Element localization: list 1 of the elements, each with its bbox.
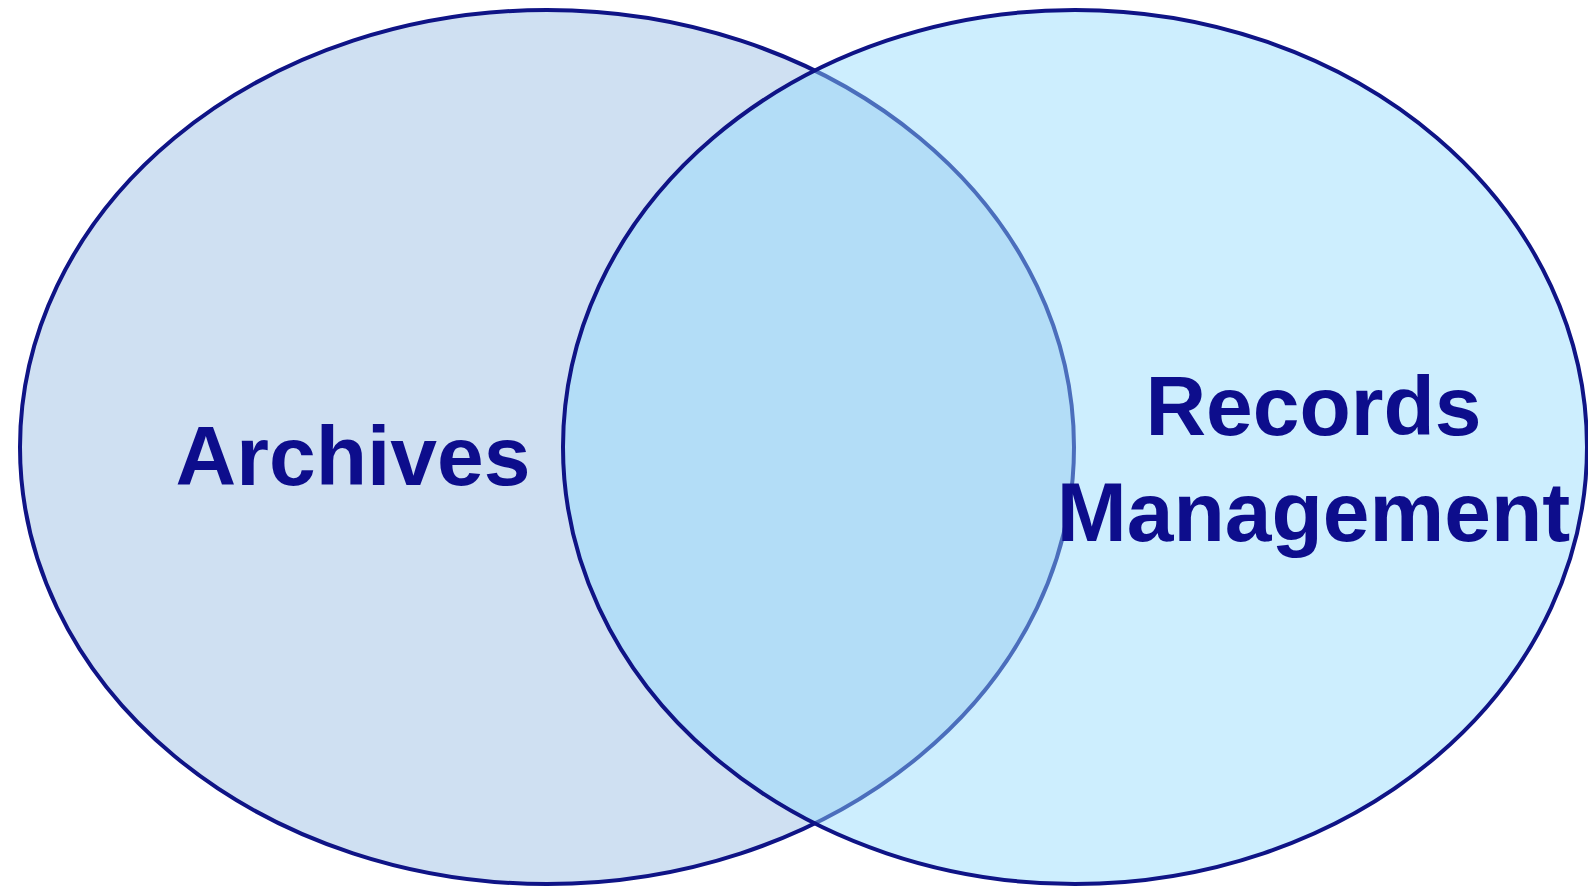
set-label: Archives	[174, 408, 532, 505]
